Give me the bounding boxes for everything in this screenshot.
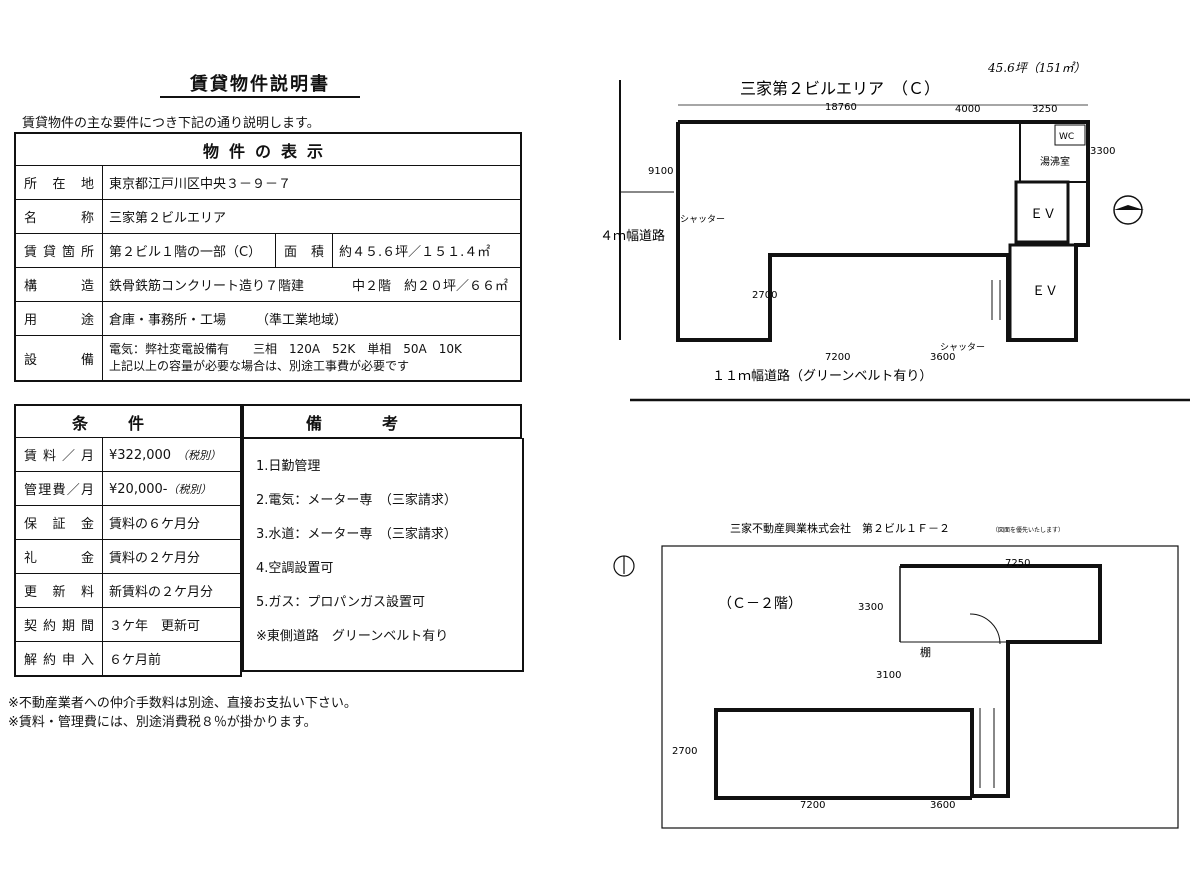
svg-text:18760: 18760 bbox=[825, 102, 857, 113]
intro-text: 賃貸物件の主な要件につき下記の通り説明します。 bbox=[22, 116, 320, 131]
svg-text:9100: 9100 bbox=[648, 166, 673, 177]
svg-text:シャッター: シャッター bbox=[680, 214, 725, 225]
table-row: 礼金賃料の２ケ月分 bbox=[14, 539, 242, 574]
plan1-handnote: 45.6坪（151㎡） bbox=[987, 61, 1086, 75]
svg-text:2700: 2700 bbox=[672, 746, 697, 757]
table-row: 管理費／月¥20,000-（税別） bbox=[14, 471, 242, 506]
property-table: 物件の表示 所在地東京都江戸川区中央３－９－７ 名称三家第２ビルエリア 賃貸箇所… bbox=[14, 132, 522, 382]
ev-label-2: ＥＶ bbox=[1032, 284, 1058, 299]
svg-text:3300: 3300 bbox=[1090, 146, 1115, 157]
svg-text:3250: 3250 bbox=[1032, 104, 1057, 115]
svg-text:棚: 棚 bbox=[920, 645, 931, 659]
list-item: ※東側道路 グリーンベルト有り bbox=[256, 629, 449, 644]
svg-text:4000: 4000 bbox=[955, 104, 980, 115]
list-item: 1.日勤管理 bbox=[256, 459, 321, 474]
svg-text:WC: WC bbox=[1059, 132, 1074, 142]
ev-label-1: ＥＶ bbox=[1030, 207, 1056, 222]
svg-text:7200: 7200 bbox=[825, 352, 850, 363]
road-west: ４ｍ幅道路 bbox=[600, 228, 665, 244]
list-item: 4.空調設置可 bbox=[256, 561, 334, 576]
remarks-table: 備考 bbox=[242, 404, 522, 439]
plan1-title: 三家第２ビルエリア （Ｃ） bbox=[740, 79, 940, 98]
svg-text:3600: 3600 bbox=[930, 800, 955, 811]
svg-text:3600: 3600 bbox=[930, 352, 955, 363]
plan2-company: 三家不動産興業株式会社 第２ビル１Ｆ－２ bbox=[730, 521, 950, 535]
svg-text:7250: 7250 bbox=[1005, 558, 1030, 569]
footnote-1: ※不動産業者への仲介手数料は別途、直接お支払い下さい。 bbox=[8, 696, 357, 711]
svg-text:7200: 7200 bbox=[800, 800, 825, 811]
list-item: 5.ガス：プロパンガス設置可 bbox=[256, 595, 426, 610]
svg-text:シャッター: シャッター bbox=[940, 342, 985, 353]
table-row: 用途倉庫・事務所・工場（準工業地域） bbox=[14, 301, 522, 336]
list-item: 3.水道：メーター専 （三家請求） bbox=[256, 527, 457, 542]
table-row: 名称三家第２ビルエリア bbox=[14, 199, 522, 234]
conditions-table: 条件 賃料／月¥322,000（税別） 管理費／月¥20,000-（税別） 保証… bbox=[14, 404, 242, 677]
svg-text:湯沸室: 湯沸室 bbox=[1040, 155, 1070, 168]
floor-plan-2f: 三家不動産興業株式会社 第２ビル１Ｆ－２ （図面を優先いたします） （Ｃ－２階）… bbox=[613, 521, 1179, 829]
svg-text:2700: 2700 bbox=[752, 290, 777, 301]
svg-text:3100: 3100 bbox=[876, 670, 901, 681]
footnote-2: ※賃料・管理費には、別途消費税８％が掛かります。 bbox=[8, 715, 317, 730]
floor-plan-1f: 三家第２ビルエリア （Ｃ） 45.6坪（151㎡） ４ｍ幅道路 １１ｍ幅道路（グ… bbox=[600, 61, 1190, 402]
table-row: 構造鉄骨鉄筋コンクリート造り７階建中２階 約２０坪／６６㎡ bbox=[14, 267, 522, 302]
table-row: 保証金賃料の６ケ月分 bbox=[14, 505, 242, 540]
page-title: 賃貸物件説明書 bbox=[160, 74, 360, 98]
list-item: 2.電気：メーター専 （三家請求） bbox=[256, 493, 457, 508]
remarks-list: 1.日勤管理 2.電気：メーター専 （三家請求） 3.水道：メーター専 （三家請… bbox=[242, 438, 524, 672]
table-row: 賃貸箇所 第２ビル１階の一部（C） 面積 約４５.６坪／１５１.４㎡ bbox=[14, 233, 522, 268]
table-row: 賃料／月¥322,000（税別） bbox=[14, 437, 242, 472]
table-row: 更新料新賃料の２ケ月分 bbox=[14, 573, 242, 608]
conditions-header: 条件 bbox=[14, 404, 242, 438]
svg-text:（図面を優先いたします）: （図面を優先いたします） bbox=[992, 526, 1064, 534]
plan2-label: （Ｃ－２階） bbox=[718, 596, 802, 612]
svg-text:3300: 3300 bbox=[858, 602, 883, 613]
table-row: 所在地東京都江戸川区中央３－９－７ bbox=[14, 165, 522, 200]
remarks-header: 備考 bbox=[242, 404, 522, 439]
property-header: 物件の表示 bbox=[14, 132, 522, 166]
road-south: １１ｍ幅道路（グリーンベルト有り） bbox=[712, 368, 932, 384]
